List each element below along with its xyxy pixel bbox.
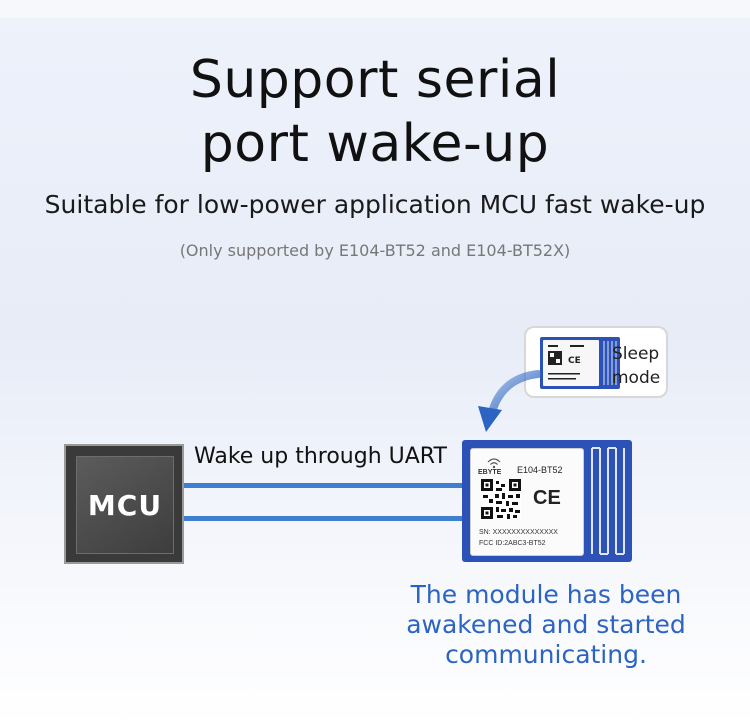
top-band	[0, 0, 750, 18]
mini-module-icon: CE	[540, 337, 620, 389]
module-brand: EBYTE	[478, 469, 502, 476]
awake-line-2: awakened and started	[406, 610, 686, 639]
mcu-chip: MCU	[64, 444, 184, 564]
awake-line-1: The module has been	[410, 580, 682, 609]
awake-message: The module has been awakened and started…	[396, 580, 696, 670]
sleep-mode-label: Sleep mode	[612, 342, 660, 390]
sleep-mode-callout: CE Sleep mode	[524, 326, 668, 398]
headline: Support serial port wake-up	[0, 48, 750, 176]
curved-arrow-icon	[478, 370, 542, 432]
uart-line-rx	[184, 516, 466, 521]
headline-line-2: port wake-up	[200, 114, 550, 174]
sleep-line-2: mode	[612, 368, 661, 388]
module-shield: EBYTE E104-BT52 CE SN: XXXXXXXXXXXXXX FC…	[470, 448, 584, 556]
qr-code-icon	[481, 479, 521, 519]
support-note: (Only supported by E104-BT52 and E104-BT…	[179, 241, 571, 260]
ce-mark: CE	[533, 487, 561, 509]
signal-logo-icon	[487, 458, 501, 469]
module-serial: SN: XXXXXXXXXXXXXX	[479, 529, 558, 536]
svg-text:CE: CE	[568, 356, 581, 366]
mcu-label: MCU	[87, 488, 163, 522]
uart-line-tx	[184, 483, 466, 488]
sleep-line-1: Sleep	[612, 344, 660, 364]
awake-line-3: communicating.	[445, 640, 647, 669]
antenna-trace-icon	[591, 447, 625, 555]
uart-caption: Wake up through UART	[194, 444, 447, 469]
headline-line-1: Support serial	[189, 50, 561, 110]
module-fcc-id: FCC ID:2ABC3-BT52	[479, 540, 546, 547]
subheadline: Suitable for low-power application MCU f…	[44, 190, 706, 219]
mcu-die: MCU	[76, 456, 174, 554]
module-model: E104-BT52	[517, 465, 563, 475]
